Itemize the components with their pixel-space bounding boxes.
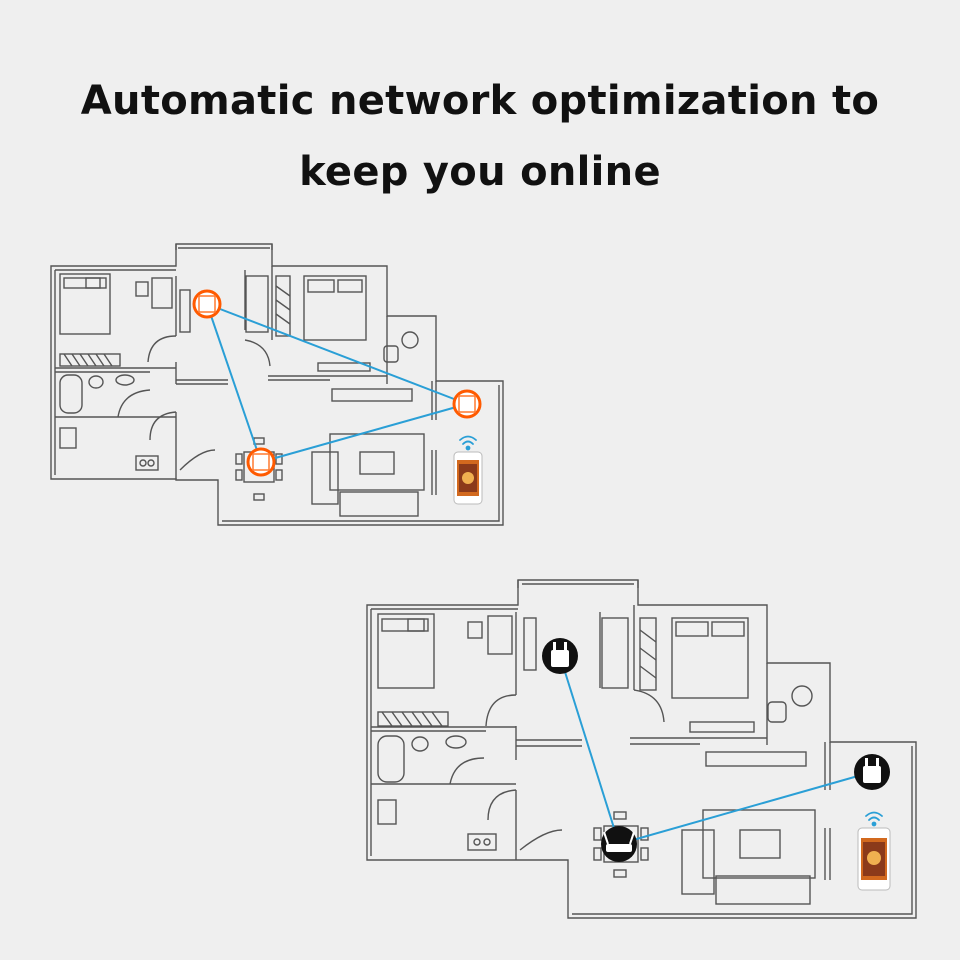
mesh-node-icon (246, 447, 276, 477)
phone-icon (453, 451, 483, 505)
router-icon (601, 826, 637, 862)
wifi-icon (865, 811, 883, 827)
mesh-node-icon (452, 389, 482, 419)
floor-plan-walls (50, 243, 504, 526)
mesh-links (206, 303, 468, 463)
headline-line-1: Automatic network optimization to (80, 78, 880, 124)
floor-plan-walls (366, 579, 917, 919)
extender-links (559, 655, 873, 845)
plug-extender-icon (854, 754, 890, 790)
mesh-node-icon (192, 289, 222, 319)
phone-icon (857, 827, 891, 891)
headline: Automatic network optimization to keep y… (0, 66, 960, 208)
wifi-icon (459, 435, 477, 451)
plug-extender-icon (542, 638, 578, 674)
headline-line-2: keep you online (299, 149, 661, 195)
